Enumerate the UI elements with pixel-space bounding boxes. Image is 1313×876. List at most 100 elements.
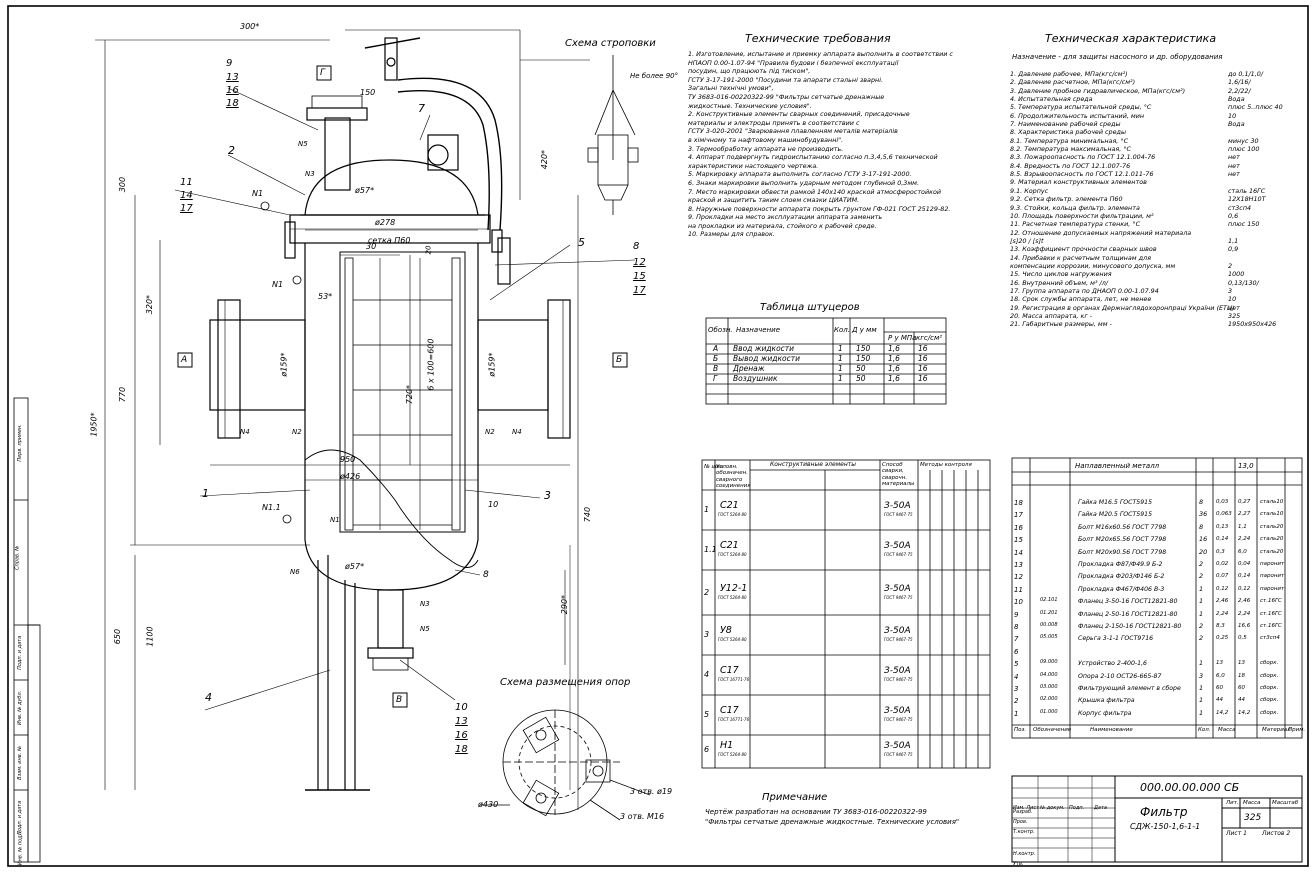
tech-char-label: 13. Коэффициент прочности сварных швов [1010, 245, 1157, 254]
sheets-count: Листов 2 [1262, 830, 1291, 837]
bom-cell: 2 [1199, 622, 1204, 630]
dim-430: ø430 [478, 800, 499, 809]
slinging-title: Схема строповки [565, 38, 656, 49]
tech-char-label: 8.2. Температура максимальная, °С [1010, 145, 1131, 154]
holes-16: 3 отв. М16 [620, 812, 665, 821]
bom-cell: 16 [1014, 523, 1023, 532]
weld-std: ГОСТ 5264-80 [718, 752, 747, 757]
tb-role: Т.контр. [1013, 829, 1035, 835]
weld-h-1: Условн. обозначен. сварного соединения [716, 464, 751, 489]
bom-header: Наплавленный металл [1075, 462, 1160, 470]
bom-cell: 8 [1014, 623, 1019, 631]
pos-3: 3 [544, 489, 551, 502]
tech-char-label: 17. Группа аппарата по ДНАОП 0.00-1.07.9… [1010, 286, 1159, 295]
bom-cell: Болт М16х60.56 ГОСТ 7798 [1078, 523, 1167, 531]
nozzle-cell: 1 [838, 364, 843, 373]
tech-char-label: 14. Прибавки к расчетным толщинам для [1010, 253, 1151, 262]
tb-head: Подп. [1069, 805, 1085, 811]
tech-char-title: Техническая характеристика [1045, 32, 1217, 45]
pos-16-bottom: 16 [455, 730, 468, 741]
dim-1950: 1950* [89, 412, 99, 437]
weld-std: ГОСТ 5264-80 [718, 552, 747, 557]
tech-char-value: плюс 5..плюс 40 [1228, 103, 1283, 112]
bom-cell: Болт М20х90.56 ГОСТ 7798 [1078, 548, 1167, 556]
doc-code: 000.00.00.000 СБ [1140, 781, 1240, 794]
tech-char-value: Вода [1228, 95, 1245, 104]
weld-h-2: Конструктивные элементы [770, 461, 857, 468]
tb-head: Изм. Лист [1013, 805, 1040, 811]
tech-char-label: [s]20 / [s]t [1010, 236, 1044, 245]
n6: N6 [290, 568, 300, 576]
tech-char-value: 325 [1228, 311, 1241, 320]
weld-std: ГОСТ 5264-80 [718, 512, 747, 517]
tech-char-value: 12Х18Н10Т [1228, 195, 1266, 204]
tech-char-value: плюс 150 [1228, 220, 1260, 229]
weld-table-grid [701, 459, 991, 769]
pos-7: 7 [418, 102, 425, 115]
tech-char-row: 1. Давление рабочее, МПа(кгс/см²)до 0,1/… [1010, 70, 1300, 78]
bom-cell: 3 [1014, 685, 1019, 693]
tech-char-label: 11. Расчетная температура стенки, °С [1010, 220, 1141, 229]
nozzle-cell: 16 [918, 354, 928, 363]
tech-char-row: 9. Материал конструктивных элементов [1010, 178, 1300, 186]
weld-method: З-50А [884, 501, 911, 511]
note-1: Чертёж разработан на основании ТУ 3683-0… [705, 808, 927, 816]
nozzle-cell: А [713, 344, 719, 353]
tech-req-list: 1. Изготовление, испытание и приемку апп… [688, 50, 953, 239]
tech-char-label: 20. Масса аппарата, кг - [1010, 311, 1093, 320]
notes-title: Примечание [762, 792, 828, 803]
bom-cell: 20 [1199, 547, 1208, 556]
bom-cell: Фланец 2-150-16 ГОСТ12821-80 [1078, 623, 1182, 630]
bom-cell: 03.000 [1040, 684, 1058, 690]
tech-char-value: 1,6/16/ [1228, 78, 1251, 87]
tech-char-label: 1. Давление рабочее, МПа(кгс/см²) [1010, 70, 1128, 78]
bom-cell: 2 [1014, 697, 1019, 706]
bom-cell: Прокладка Ф87/Ф49.9 Б-2 [1078, 561, 1163, 568]
tech-char-label: 9. Материал конструктивных элементов [1010, 178, 1147, 187]
bom-cell: 14,2 [1216, 709, 1229, 716]
tech-char-row: 21. Габаритные размеры, мм -1950х950х426 [1010, 320, 1300, 328]
tech-char-label: 8.1. Температура минимальная, °С [1010, 136, 1129, 145]
tech-char-label: 16. Внутренний объем, м³ /л/ [1010, 278, 1108, 287]
bom-cell: ст.16ГС [1260, 598, 1282, 605]
leader-lines [174, 87, 636, 711]
dim-159b: ø159* [487, 352, 497, 377]
tech-char-value: нет [1228, 170, 1240, 179]
n2-left: N2 [292, 428, 302, 436]
bom-cell: 1 [1199, 708, 1204, 717]
nozzle-cell: 1 [838, 354, 843, 363]
tech-char-row: 12. Отношение допускаемых напряжений мат… [1010, 229, 1300, 237]
tech-char-value: ст3сп4 [1228, 203, 1252, 212]
stamp-0: Перв. примен. [16, 424, 23, 462]
bom-cell: Корпус фильтра [1078, 709, 1132, 717]
bom-cell: сталь20 [1260, 523, 1284, 530]
scale-label: Масштаб [1272, 800, 1299, 806]
bom-cell: 6,0 [1216, 672, 1225, 679]
tech-char-value: 1000 [1228, 270, 1245, 279]
bom-cell: сталь10 [1260, 499, 1284, 505]
nozzles-title: Таблица штуцеров [760, 302, 860, 313]
weld-method: З-50А [884, 626, 911, 636]
bom-cell: 05.005 [1040, 634, 1058, 641]
tech-char-row: 3. Давление пробное гидравлическое, МПа(… [1010, 87, 1300, 95]
tech-char-value: 10 [1228, 295, 1237, 304]
bom-cell: 10 [1014, 598, 1023, 607]
tech-char-label: 4. Испытательная среда [1010, 95, 1093, 104]
weld-control: ГОСТ 9467-75 [884, 512, 913, 517]
weld-control: ГОСТ 9467-75 [884, 752, 913, 757]
weld-no: 2 [704, 588, 710, 597]
tech-char-row: 17. Группа аппарата по ДНАОП 0.00-1.07.9… [1010, 287, 1300, 295]
tech-req-title: Технические требования [745, 32, 891, 45]
bom-cell: 01.201 [1040, 609, 1058, 616]
pos-15: 15 [633, 271, 646, 282]
bom-cell: 15 [1014, 536, 1023, 545]
bom-cell: Прокладка Ф467/Ф406 В-3 [1078, 585, 1165, 593]
bom-cell: Серьга 3-1-1 ГОСТ9716 [1078, 635, 1154, 643]
bom-cell: 2,27 [1238, 511, 1251, 518]
tech-char-value: 0,9 [1228, 245, 1239, 254]
